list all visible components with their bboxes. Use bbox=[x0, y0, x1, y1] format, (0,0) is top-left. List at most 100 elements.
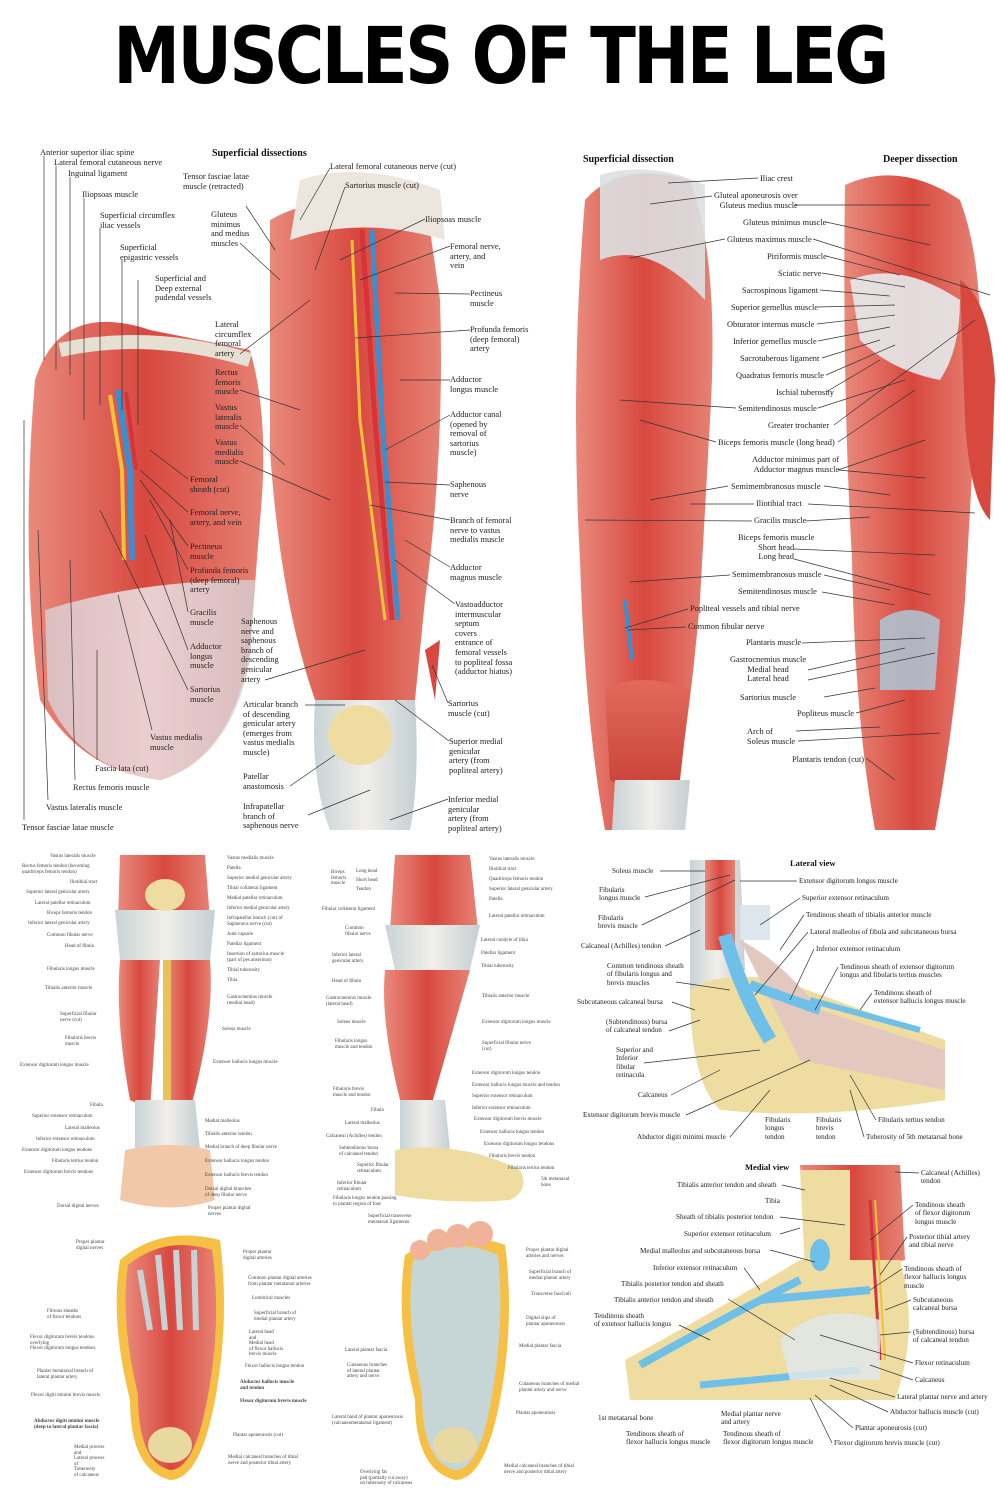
label: Fibularis tertius tendon bbox=[52, 1159, 99, 1164]
label: Extensor hallucis longus tendon bbox=[205, 1159, 270, 1164]
label: Gluteus maximus muscle bbox=[727, 235, 812, 244]
label: Sacrotuberous ligament bbox=[740, 354, 820, 363]
label: Medial plantar fascia bbox=[519, 1344, 562, 1349]
label: Sacrospinous ligament bbox=[742, 286, 819, 295]
label: Vastoadductor intermuscular septum cover… bbox=[455, 600, 513, 677]
label: Abductor hallucis muscle (cut) bbox=[890, 1408, 979, 1416]
label: Pectineus muscle bbox=[470, 289, 503, 308]
label: Fibula bbox=[371, 1108, 384, 1113]
label: Fibularis longus tendon bbox=[765, 1116, 791, 1141]
label: Insertion of sartorius muscle (part of p… bbox=[227, 952, 285, 963]
label: Common fibular nerve bbox=[47, 933, 93, 938]
label: Fibula bbox=[90, 1103, 103, 1108]
label: Plantar aponeurosis (cut) bbox=[233, 1433, 283, 1438]
label: Femoral sheath (cut) bbox=[190, 475, 230, 494]
label: Adductor canal (opened by removal of sar… bbox=[450, 410, 502, 458]
label: Iliac crest bbox=[760, 174, 793, 183]
label: Quadriceps femoris tendon bbox=[489, 877, 544, 882]
label: Inguinal ligament bbox=[68, 169, 128, 178]
label: Vastus medialis muscle bbox=[150, 733, 203, 752]
label: Tendinous sheath of extensor hallucis lo… bbox=[874, 989, 966, 1006]
label: Ischial tuberosity bbox=[776, 388, 834, 397]
label: Lateral femoral cutaneous nerve bbox=[54, 158, 163, 167]
label: Tendinous sheath of flexor digitorum lon… bbox=[723, 1430, 814, 1447]
label: Quadratus femoris muscle bbox=[736, 371, 824, 380]
label: Superior extensor retinaculum bbox=[684, 1230, 772, 1238]
label: Femoral nerve, artery, and vein bbox=[190, 508, 242, 527]
label: Lateral circumflex femoral artery bbox=[215, 320, 252, 358]
label: Sartorius muscle (cut) bbox=[448, 699, 490, 718]
label: Superficial transverse metatarsal ligame… bbox=[368, 1214, 412, 1225]
label: Sheath of tibialis posterior tendon bbox=[676, 1213, 774, 1221]
label: Gastrocnemius muscle (lateral head) bbox=[326, 996, 372, 1007]
label: Pectineus muscle bbox=[190, 542, 223, 561]
label: Abductor hallucis muscle and tendon bbox=[240, 1380, 295, 1391]
label: Fibularis brevis muscle bbox=[598, 914, 638, 931]
posterior-thigh-deep-art bbox=[844, 175, 995, 830]
label: Soleus muscle bbox=[337, 1020, 366, 1025]
label: Tibia bbox=[227, 978, 238, 983]
label: Fascia lata (cut) bbox=[95, 764, 149, 773]
label: Lateral patellar retinaculum bbox=[489, 914, 545, 919]
label: Medial calcaneal branches of tibial nerv… bbox=[504, 1464, 574, 1475]
label: Extensor hallucis brevis tendon bbox=[205, 1173, 268, 1178]
label: Gluteus minimus muscle bbox=[743, 218, 827, 227]
label: Patellar ligament bbox=[481, 951, 516, 956]
heading-superficial-dissections: Superficial dissections bbox=[212, 148, 307, 159]
label: Inferior extensor retinaculum bbox=[816, 945, 901, 953]
label: Tibialis anterior tendon bbox=[205, 1132, 252, 1137]
label: Calcaneus bbox=[638, 1091, 668, 1099]
label: Fibularis longus muscle bbox=[599, 886, 641, 903]
label: Biceps femoris tendon bbox=[47, 911, 92, 916]
label: Gastrocnemius muscle Medial head Lateral… bbox=[730, 655, 807, 684]
label: Superficial branch of medial plantar art… bbox=[529, 1270, 572, 1281]
label: Flexor digitorum brevis muscle bbox=[240, 1399, 307, 1404]
label: Cutaneous branches of medial plantar art… bbox=[519, 1382, 580, 1393]
label: Semitendinosus muscle bbox=[738, 587, 817, 596]
label: Superior extensor retinaculum bbox=[32, 1114, 93, 1119]
label: Extensor digitorum longus tendon bbox=[472, 1071, 541, 1076]
label: 5th metatarsal bone bbox=[541, 1177, 570, 1188]
label: Tendinous sheath of tibialis anterior mu… bbox=[806, 911, 932, 919]
label: Tendinous sheath of flexor hallucis long… bbox=[904, 1265, 967, 1290]
label: Medial branch of deep fibular nerve bbox=[205, 1145, 278, 1150]
label: Proper plantar digital nerves bbox=[76, 1240, 105, 1251]
label: Lateral malleolus bbox=[65, 1126, 100, 1131]
label: Overlying fat pad (partially cut away) o… bbox=[360, 1470, 413, 1487]
plantar-fascia-art bbox=[401, 1221, 509, 1480]
label: Superior gemellus muscle bbox=[731, 303, 818, 312]
label: Flexor hallucis longus tendon bbox=[245, 1364, 305, 1369]
label: Inferior extensor retinaculum bbox=[472, 1106, 531, 1111]
label: Dorsal digital nerves bbox=[57, 1204, 99, 1209]
label: Head of fibula bbox=[332, 979, 361, 984]
plantar-foot-muscles-art bbox=[116, 1235, 224, 1480]
label: (Subtendinous) bursa of calcaneal tendon bbox=[913, 1328, 975, 1345]
label: Iliotibial tract bbox=[756, 499, 802, 508]
label: Medial malleolus and subcutaneous bursa bbox=[640, 1247, 761, 1255]
label: Femoral nerve, artery, and vein bbox=[450, 242, 501, 271]
label: Abductor digiti minimi muscle bbox=[637, 1133, 726, 1141]
label: Lateral condyle of tibia bbox=[481, 938, 528, 943]
label: Plantar aponeurosis bbox=[516, 1411, 556, 1416]
heading-deeper-dissection: Deeper dissection bbox=[883, 154, 958, 165]
label: Gluteal aponeurosis over Gluteus medius … bbox=[714, 191, 798, 210]
anterior-leg-art bbox=[115, 855, 215, 1208]
label: Plantaris muscle bbox=[746, 638, 802, 647]
label: Superior and Inferior fibular retinacula bbox=[616, 1046, 653, 1080]
label: Flexor digiti minimi brevis muscle bbox=[31, 1393, 101, 1398]
label: Superior fibular retinaculum bbox=[357, 1163, 389, 1174]
label: Infrapatellar branch (cut) of Saphenous … bbox=[227, 916, 283, 927]
label: Medial calcaneal branches of tibial nerv… bbox=[228, 1455, 298, 1466]
label: Calcaneal (Achilles) tendon bbox=[921, 1169, 980, 1186]
label: Biceps femoris muscle Short head Long he… bbox=[738, 533, 815, 562]
label: Tensor fasciae latae muscle (retracted) bbox=[183, 172, 249, 191]
label: Inferior extensor retinaculum bbox=[653, 1264, 738, 1272]
label: Fibularis brevis muscle bbox=[65, 1036, 97, 1047]
label: Proper plantar digital nerves bbox=[208, 1206, 251, 1217]
label: Vastus lateralis muscle bbox=[489, 857, 535, 862]
label: Infrapatellar branch of saphenous nerve bbox=[243, 802, 299, 831]
label: Flexor digitorum brevis tendons overlyin… bbox=[30, 1335, 96, 1352]
label: Tendinous sheath of flexor hallucis long… bbox=[626, 1430, 711, 1447]
label: Digital slips of plantar aponeurosis bbox=[526, 1316, 566, 1327]
label: Semimembranosus muscle bbox=[731, 482, 821, 491]
